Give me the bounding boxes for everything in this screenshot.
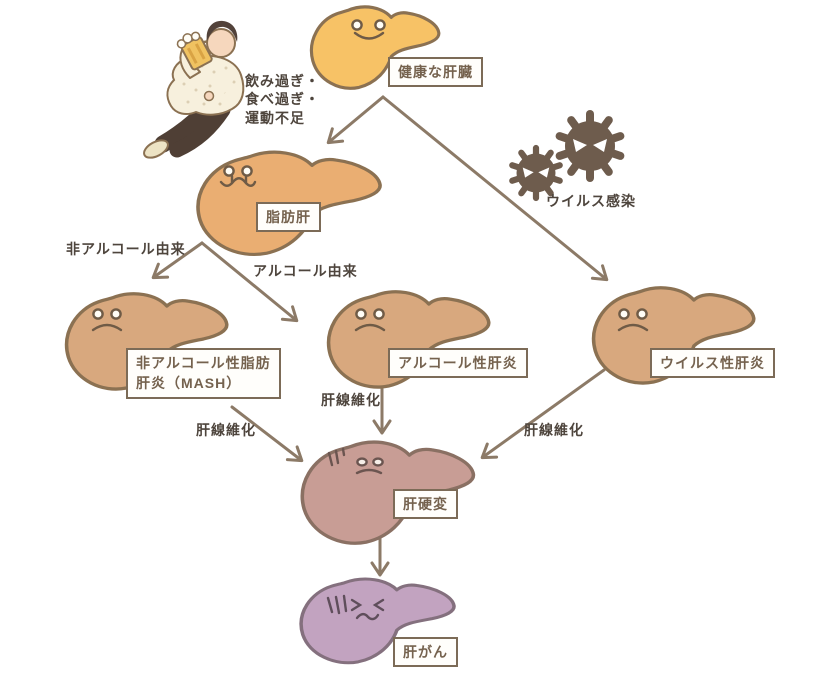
arrow-mash-to-cirrhosis (230, 405, 304, 463)
drinking-person-illustration (143, 20, 245, 159)
fibrosis-text-right: 肝線維化 (524, 422, 584, 438)
healthy-liver-face (351, 19, 386, 40)
mash-label: 非アルコール性脂肪 肝炎（MASH） (126, 348, 281, 399)
healthy-liver-label: 健康な肝臓 (388, 57, 483, 88)
lifestyle-causes-text: 飲み過ぎ・ 食べ過ぎ・ 運動不足 (245, 73, 320, 126)
cirrhosis-liver-face (327, 447, 384, 475)
fatty-liver-label: 脂肪肝 (256, 202, 321, 233)
fatty-liver-face (219, 165, 257, 187)
cirrhosis-label: 肝硬変 (393, 489, 458, 520)
person-head (206, 28, 236, 58)
arrow-fatty-to-alcoholic-hepatitis (200, 241, 299, 323)
alcoholic-liver-face (354, 308, 386, 332)
person-shoe (143, 139, 169, 159)
viral-hepatitis-label: ウイルス性肝炎 (650, 348, 775, 379)
person-hair (206, 20, 238, 42)
arrow-fatty-to-mash (151, 241, 204, 280)
arrow-healthy-to-viral-hepatitis (381, 95, 609, 282)
arrow-healthy-to-fatty (326, 95, 385, 145)
virus-infection-text: ウイルス感染 (546, 193, 636, 209)
person-hand (203, 90, 215, 102)
alcoholic-hepatitis-label: アルコール性肝炎 (388, 348, 528, 379)
mash-liver-face (91, 308, 123, 332)
virus-icon (560, 114, 621, 178)
viral-liver-face (617, 308, 649, 332)
arrow-viral-to-cirrhosis (480, 368, 606, 460)
fibrosis-text-middle: 肝線維化 (321, 392, 381, 408)
non-alcohol-origin-text: 非アルコール由来 (66, 241, 186, 257)
alcohol-origin-text: アルコール由来 (253, 263, 358, 279)
virus-icon (512, 148, 559, 198)
fibrosis-text-left: 肝線維化 (196, 422, 256, 438)
diagram-arrows (151, 95, 609, 577)
cancer-liver-face (326, 594, 385, 621)
liver-cancer-label: 肝がん (393, 637, 458, 668)
